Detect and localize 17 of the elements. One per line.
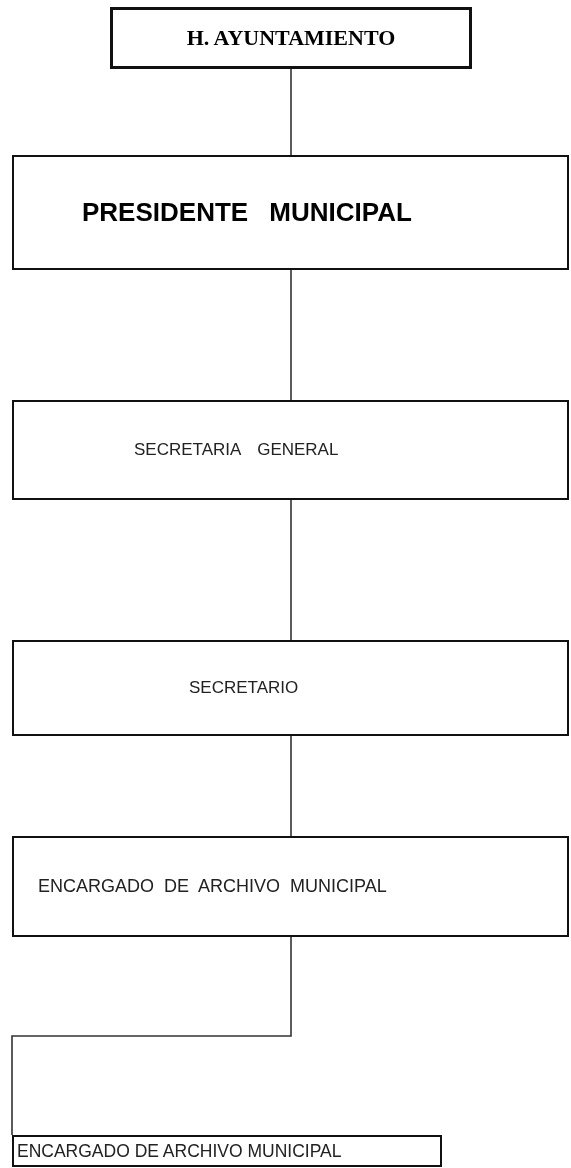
connector-line — [290, 735, 292, 837]
org-chart-box — [12, 155, 569, 270]
position-title: H. AYUNTAMIENTO — [186, 25, 396, 51]
position-title: SECRETARIO — [189, 678, 299, 698]
position-title: ENCARGADO DE ARCHIVO MUNICIPAL — [38, 876, 387, 897]
org-chart-box — [110, 7, 472, 69]
position-title: SECRETARIA GENERAL — [134, 440, 339, 460]
org-chart-box — [12, 836, 569, 937]
org-chart-box — [12, 1135, 442, 1167]
connector-line — [290, 68, 292, 156]
position-title: PRESIDENTE MUNICIPAL — [82, 197, 412, 228]
org-chart-box — [12, 400, 569, 500]
connector-line — [290, 269, 292, 401]
connector-line — [290, 499, 292, 641]
connector-line — [11, 936, 292, 1136]
org-chart-box — [12, 640, 569, 736]
position-title: ENCARGADO DE ARCHIVO MUNICIPAL — [17, 1140, 342, 1162]
